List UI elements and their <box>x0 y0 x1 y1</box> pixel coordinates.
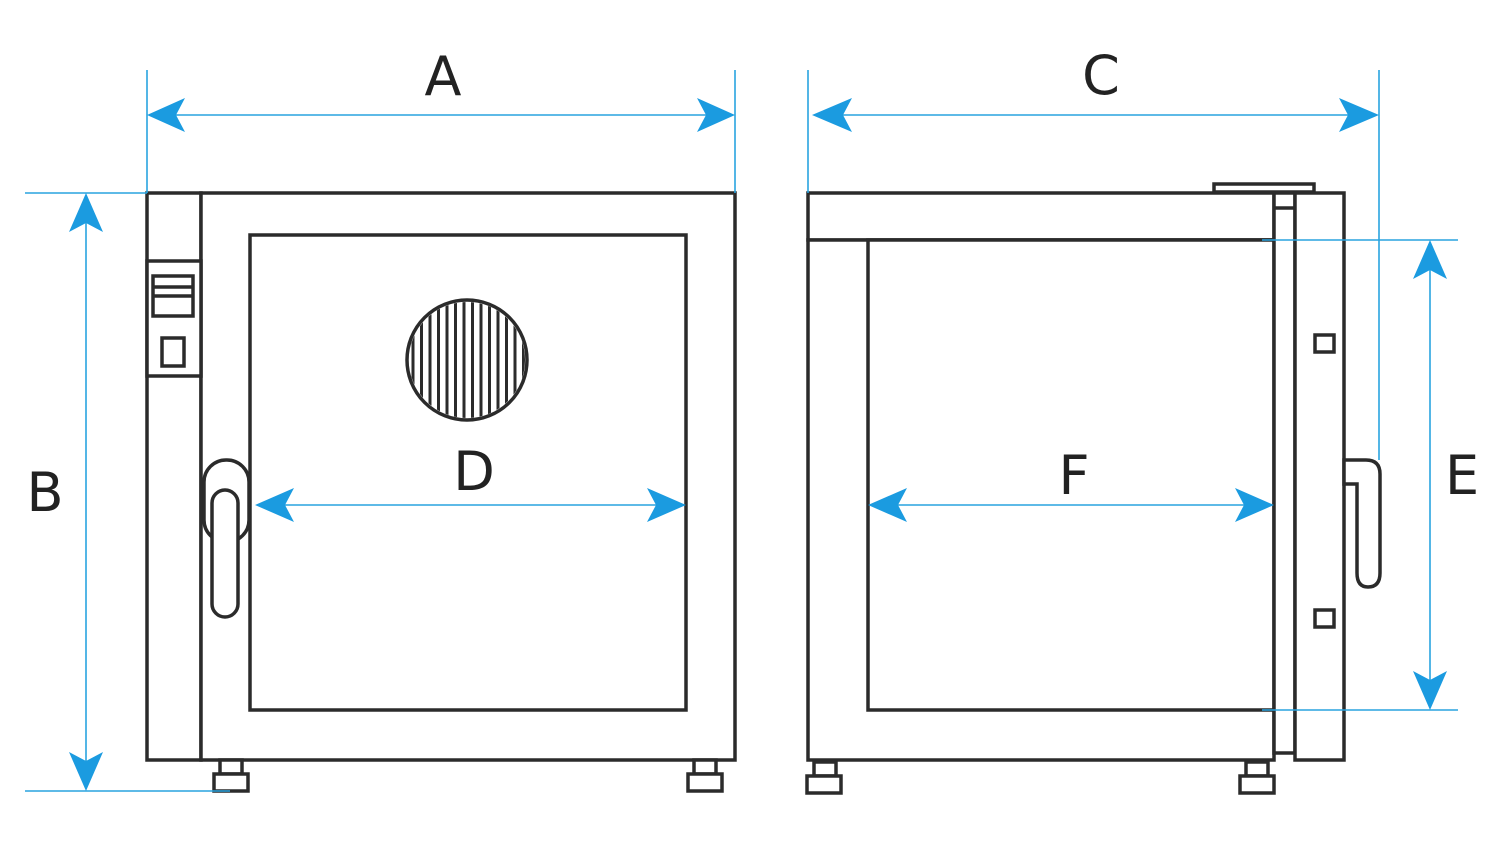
arrowhead-left <box>868 488 907 522</box>
arrowhead-right <box>647 488 686 522</box>
dimension-f: F <box>868 444 1274 522</box>
arrowhead-left <box>147 98 185 132</box>
dimension-d: D <box>255 440 686 522</box>
arrowhead-right <box>697 98 735 132</box>
side-hinge-upper <box>1313 333 1336 354</box>
front-foot-left <box>212 758 250 793</box>
arrowhead-top <box>1413 240 1447 279</box>
control-panel <box>145 259 203 378</box>
dimension-a: A <box>146 45 736 193</box>
side-top-rail <box>806 191 1276 242</box>
side-door-edge <box>1293 191 1346 762</box>
arrowhead-bottom <box>1413 671 1447 710</box>
arrowhead-left <box>255 488 294 522</box>
side-door-handle <box>1342 458 1382 589</box>
front-door-handle <box>202 458 251 619</box>
handle-grip <box>210 488 240 619</box>
dimension-b: B <box>25 192 230 792</box>
front-view <box>145 191 737 793</box>
arrowhead-top <box>69 193 103 232</box>
label-c: C <box>1082 44 1120 107</box>
side-view <box>805 182 1382 795</box>
dimension-e: E <box>1262 239 1479 711</box>
label-a: A <box>425 45 462 108</box>
control-button <box>160 336 186 368</box>
side-hinge-lower <box>1313 608 1336 629</box>
arrowhead-left <box>812 98 852 132</box>
arrowhead-right <box>1235 488 1274 522</box>
front-foot-right <box>686 758 724 793</box>
side-top-cap <box>1212 182 1316 194</box>
dimension-c: C <box>807 44 1380 460</box>
label-f: F <box>1058 444 1089 507</box>
side-foot-left <box>805 760 843 795</box>
arrowhead-right <box>1339 98 1379 132</box>
fan-outline <box>405 298 529 422</box>
side-foot-right <box>1238 760 1276 795</box>
side-hinge-strip <box>1272 191 1297 755</box>
label-e: E <box>1445 444 1479 507</box>
side-inner-panel <box>866 238 1276 712</box>
label-b: B <box>26 461 63 524</box>
arrowhead-bottom <box>69 752 103 791</box>
label-d: D <box>453 440 495 503</box>
